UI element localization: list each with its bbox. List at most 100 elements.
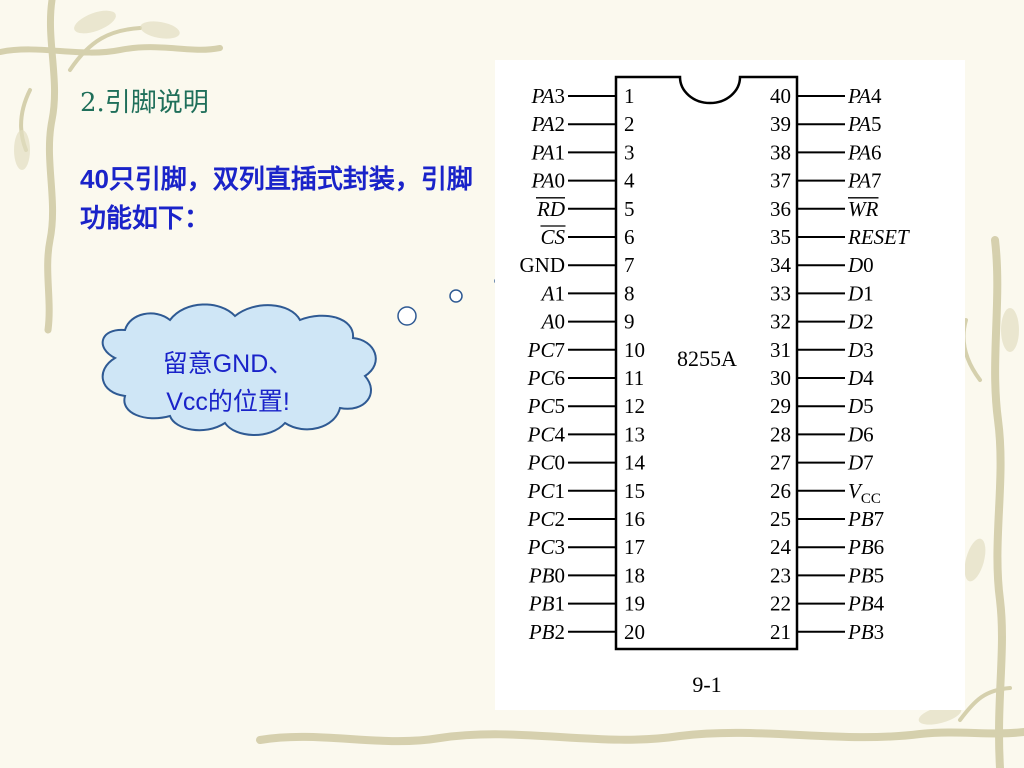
callout-line-1: 留意GND、 bbox=[162, 350, 294, 378]
pin-row-20: 20 PB2 bbox=[528, 620, 645, 644]
pin-row-29: 29 D5 bbox=[770, 394, 874, 418]
pin-number-10: 10 bbox=[624, 338, 645, 362]
pin-label-pc7: PC7 bbox=[527, 338, 565, 362]
pin-label-a0: A0 bbox=[540, 310, 565, 334]
pin-number-30: 30 bbox=[770, 366, 791, 390]
pin-label-pb7: PB7 bbox=[847, 507, 884, 531]
pin-number-33: 33 bbox=[770, 281, 791, 305]
pin-row-35: 35 RESET bbox=[770, 225, 910, 249]
pin-label-wr: WR bbox=[848, 197, 878, 221]
pin-number-22: 22 bbox=[770, 592, 791, 616]
pin-number-13: 13 bbox=[624, 422, 645, 446]
pin-number-2: 2 bbox=[624, 112, 635, 136]
pin-row-27: 27 D7 bbox=[770, 451, 874, 475]
pin-row-24: 24 PB6 bbox=[770, 535, 884, 559]
pin-number-35: 35 bbox=[770, 225, 791, 249]
pin-row-19: 19 PB1 bbox=[528, 592, 645, 616]
pin-row-26: 26 VCC bbox=[770, 479, 881, 507]
pin-row-40: 40 PA4 bbox=[770, 84, 882, 108]
chip-pinout-diagram: 8255A 9-1 1PA32PA23PA14PA05RD6CS7GND8A19… bbox=[520, 75, 910, 697]
pin-label-pc6: PC6 bbox=[527, 366, 565, 390]
pin-number-28: 28 bbox=[770, 422, 791, 446]
pin-label-a1: A1 bbox=[540, 281, 565, 305]
pin-label-pa5: PA5 bbox=[847, 112, 881, 136]
pin-row-34: 34 D0 bbox=[770, 253, 874, 277]
chip-name: 8255A bbox=[677, 346, 737, 371]
pin-label-pb6: PB6 bbox=[847, 535, 884, 559]
pin-label-pb2: PB2 bbox=[528, 620, 565, 644]
pin-label-pa1: PA1 bbox=[531, 140, 565, 164]
pin-label-pa0: PA0 bbox=[531, 169, 565, 193]
pin-label-d1: D1 bbox=[847, 281, 874, 305]
pin-label-d5: D5 bbox=[847, 394, 874, 418]
pin-row-3: 3 PA1 bbox=[531, 140, 635, 164]
pin-row-31: 31 D3 bbox=[770, 338, 874, 362]
pin-number-34: 34 bbox=[770, 253, 792, 277]
pin-row-4: 4 PA0 bbox=[531, 169, 635, 193]
pin-label-pa2: PA2 bbox=[531, 112, 565, 136]
pin-label-pb5: PB5 bbox=[847, 563, 884, 587]
pin-number-37: 37 bbox=[770, 169, 791, 193]
slide-heading: 2.引脚说明 bbox=[80, 88, 209, 118]
pin-number-21: 21 bbox=[770, 620, 791, 644]
pin-label-d0: D0 bbox=[847, 253, 874, 277]
pin-number-26: 26 bbox=[770, 479, 791, 503]
pin-number-3: 3 bbox=[624, 140, 635, 164]
intro-description: 只引脚，双列直插式封装，引脚功能如下： bbox=[80, 165, 473, 234]
pin-number-9: 9 bbox=[624, 310, 635, 334]
pin-label-pc4: PC4 bbox=[527, 422, 566, 446]
pin-label-d2: D2 bbox=[847, 310, 874, 334]
pin-number-32: 32 bbox=[770, 310, 791, 334]
pin-row-6: 6CS bbox=[540, 225, 635, 249]
pin-number-20: 20 bbox=[624, 620, 645, 644]
pin-row-8: 8 A1 bbox=[540, 281, 635, 305]
pin-label-pb3: PB3 bbox=[847, 620, 884, 644]
callout-text: 留意GND、 Vcc的位置! bbox=[118, 345, 338, 421]
pin-number-5: 5 bbox=[624, 197, 635, 221]
pin-number-27: 27 bbox=[770, 451, 791, 475]
pin-row-2: 2 PA2 bbox=[531, 112, 635, 136]
pin-label-pc0: PC0 bbox=[527, 451, 565, 475]
pin-label-pc1: PC1 bbox=[527, 479, 565, 503]
pin-number-29: 29 bbox=[770, 394, 791, 418]
pin-number-31: 31 bbox=[770, 338, 791, 362]
pin-label-pb1: PB1 bbox=[528, 592, 565, 616]
pin-row-21: 21 PB3 bbox=[770, 620, 884, 644]
pin-number-19: 19 bbox=[624, 592, 645, 616]
pin-label-gnd: GND bbox=[520, 253, 566, 277]
pin-label-d3: D3 bbox=[847, 338, 874, 362]
pin-number-12: 12 bbox=[624, 394, 645, 418]
chip-body bbox=[614, 75, 799, 651]
pin-label-vcc: VCC bbox=[848, 479, 881, 507]
pin-number-4: 4 bbox=[624, 169, 635, 193]
pin-number-15: 15 bbox=[624, 479, 645, 503]
pin-number-24: 24 bbox=[770, 535, 792, 559]
pin-number-17: 17 bbox=[624, 535, 645, 559]
pin-label-reset: RESET bbox=[847, 225, 910, 249]
pin-number-36: 36 bbox=[770, 197, 791, 221]
pin-label-rd: RD bbox=[536, 197, 565, 221]
callout-cloud bbox=[101, 278, 502, 436]
intro-text: 40只引脚，双列直插式封装，引脚功能如下： bbox=[80, 160, 480, 239]
pin-row-10: 10 PC7 bbox=[527, 338, 645, 362]
pin-row-15: 15 PC1 bbox=[527, 479, 645, 503]
pin-number-40: 40 bbox=[770, 84, 791, 108]
pin-row-9: 9 A0 bbox=[540, 310, 635, 334]
pin-number-8: 8 bbox=[624, 281, 635, 305]
pin-label-d7: D7 bbox=[847, 451, 874, 475]
pin-label-pa4: PA4 bbox=[847, 84, 882, 108]
pin-number-1: 1 bbox=[624, 84, 635, 108]
